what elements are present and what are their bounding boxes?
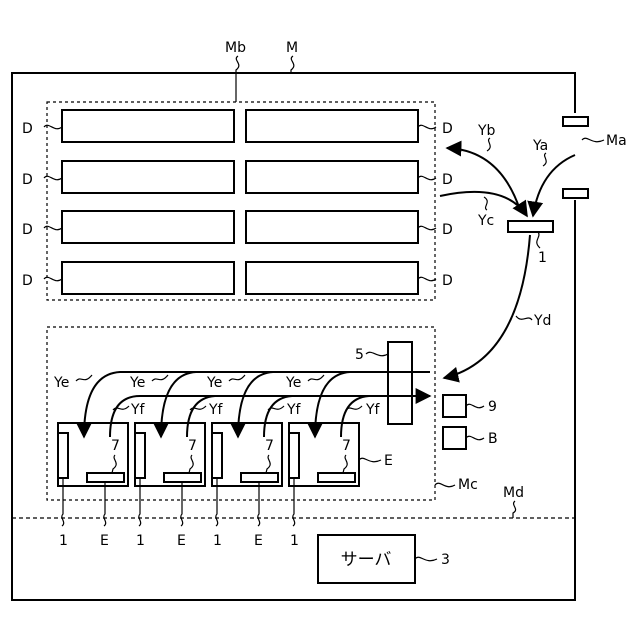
robot-1-entrance (508, 221, 553, 232)
mb-leader (236, 56, 239, 102)
label-e: E (254, 533, 263, 549)
label-9: 9 (488, 399, 497, 415)
yd-leader (516, 316, 532, 320)
shelf-d (246, 161, 418, 193)
table-7 (318, 473, 355, 482)
flow-arrows (440, 148, 575, 378)
robot-1 (135, 433, 145, 478)
arrow-ya (533, 155, 575, 216)
box-b (443, 427, 466, 449)
arrow-yd (444, 235, 530, 378)
table-7 (164, 473, 201, 482)
label-d: D (442, 121, 453, 137)
shelf-d (62, 161, 234, 193)
robot-1 (289, 433, 299, 478)
label-5: 5 (355, 347, 364, 363)
label-yf: Yf (365, 402, 381, 418)
table-7 (87, 473, 124, 482)
ma-leader (582, 138, 604, 141)
label-ye: Ye (206, 375, 222, 391)
label-ye: Ye (53, 375, 69, 391)
yc-leader (484, 197, 487, 210)
label-e: E (177, 533, 186, 549)
label-1: 1 (290, 533, 299, 549)
label-yf: Yf (208, 402, 224, 418)
label-d: D (442, 222, 453, 238)
shelf-d (246, 262, 418, 294)
outer-frame-m (12, 73, 575, 600)
label-d: D (22, 273, 33, 289)
label-1: 1 (136, 533, 145, 549)
label-e: E (384, 453, 393, 469)
server-leader (415, 557, 437, 560)
label-d: D (22, 222, 33, 238)
label-1: 1 (59, 533, 68, 549)
shelf-d (62, 110, 234, 142)
label-md: Md (503, 485, 524, 501)
shelves-right (246, 110, 418, 294)
label-d: D (22, 121, 33, 137)
label-e: E (100, 533, 109, 549)
table-7 (241, 473, 278, 482)
label-m: M (286, 40, 298, 56)
shelf-d (62, 211, 234, 243)
conveyor-5 (388, 342, 412, 424)
ya-leader (543, 153, 546, 166)
arrow-yb (447, 148, 520, 210)
box-b-leader (466, 436, 484, 439)
label-3: 3 (441, 552, 450, 568)
server-label: サーバ (341, 550, 392, 570)
label-b: B (488, 431, 498, 447)
yb-leader (487, 138, 490, 151)
mc-leader (435, 483, 455, 486)
conveyor-5-leader (366, 352, 388, 355)
shelves-left (62, 110, 234, 294)
robot-1 (58, 433, 68, 478)
label-7: 7 (265, 438, 274, 454)
label-7: 7 (188, 438, 197, 454)
label-d: D (22, 172, 33, 188)
door-top (563, 117, 588, 126)
m-leader (291, 56, 294, 73)
shelf-d (62, 262, 234, 294)
label-d: D (442, 172, 453, 188)
door-bottom (563, 189, 588, 198)
robot-1-leader (537, 232, 540, 248)
label-ma: Ma (606, 133, 627, 149)
label-yf: Yf (286, 402, 302, 418)
yf-leaders (113, 406, 362, 410)
label-ye: Ye (285, 375, 301, 391)
shelf-d (246, 110, 418, 142)
label-yc: Yc (477, 213, 494, 229)
label-mb: Mb (225, 40, 246, 56)
label-ya: Ya (532, 138, 548, 154)
label-yd: Yd (533, 313, 551, 329)
box-9 (443, 395, 466, 417)
label-mc: Mc (458, 477, 478, 493)
label-yf: Yf (130, 402, 146, 418)
label-7: 7 (342, 438, 351, 454)
shelf-d (246, 211, 418, 243)
label-1: 1 (538, 250, 547, 266)
box-9-leader (466, 404, 484, 407)
e-leader (359, 458, 381, 461)
label-d: D (442, 273, 453, 289)
label-ye: Ye (129, 375, 145, 391)
md-leader (513, 501, 516, 518)
d-leaders (44, 125, 436, 280)
label-1: 1 (213, 533, 222, 549)
robot-1 (212, 433, 222, 478)
label-7: 7 (111, 438, 120, 454)
label-yb: Yb (477, 123, 496, 139)
